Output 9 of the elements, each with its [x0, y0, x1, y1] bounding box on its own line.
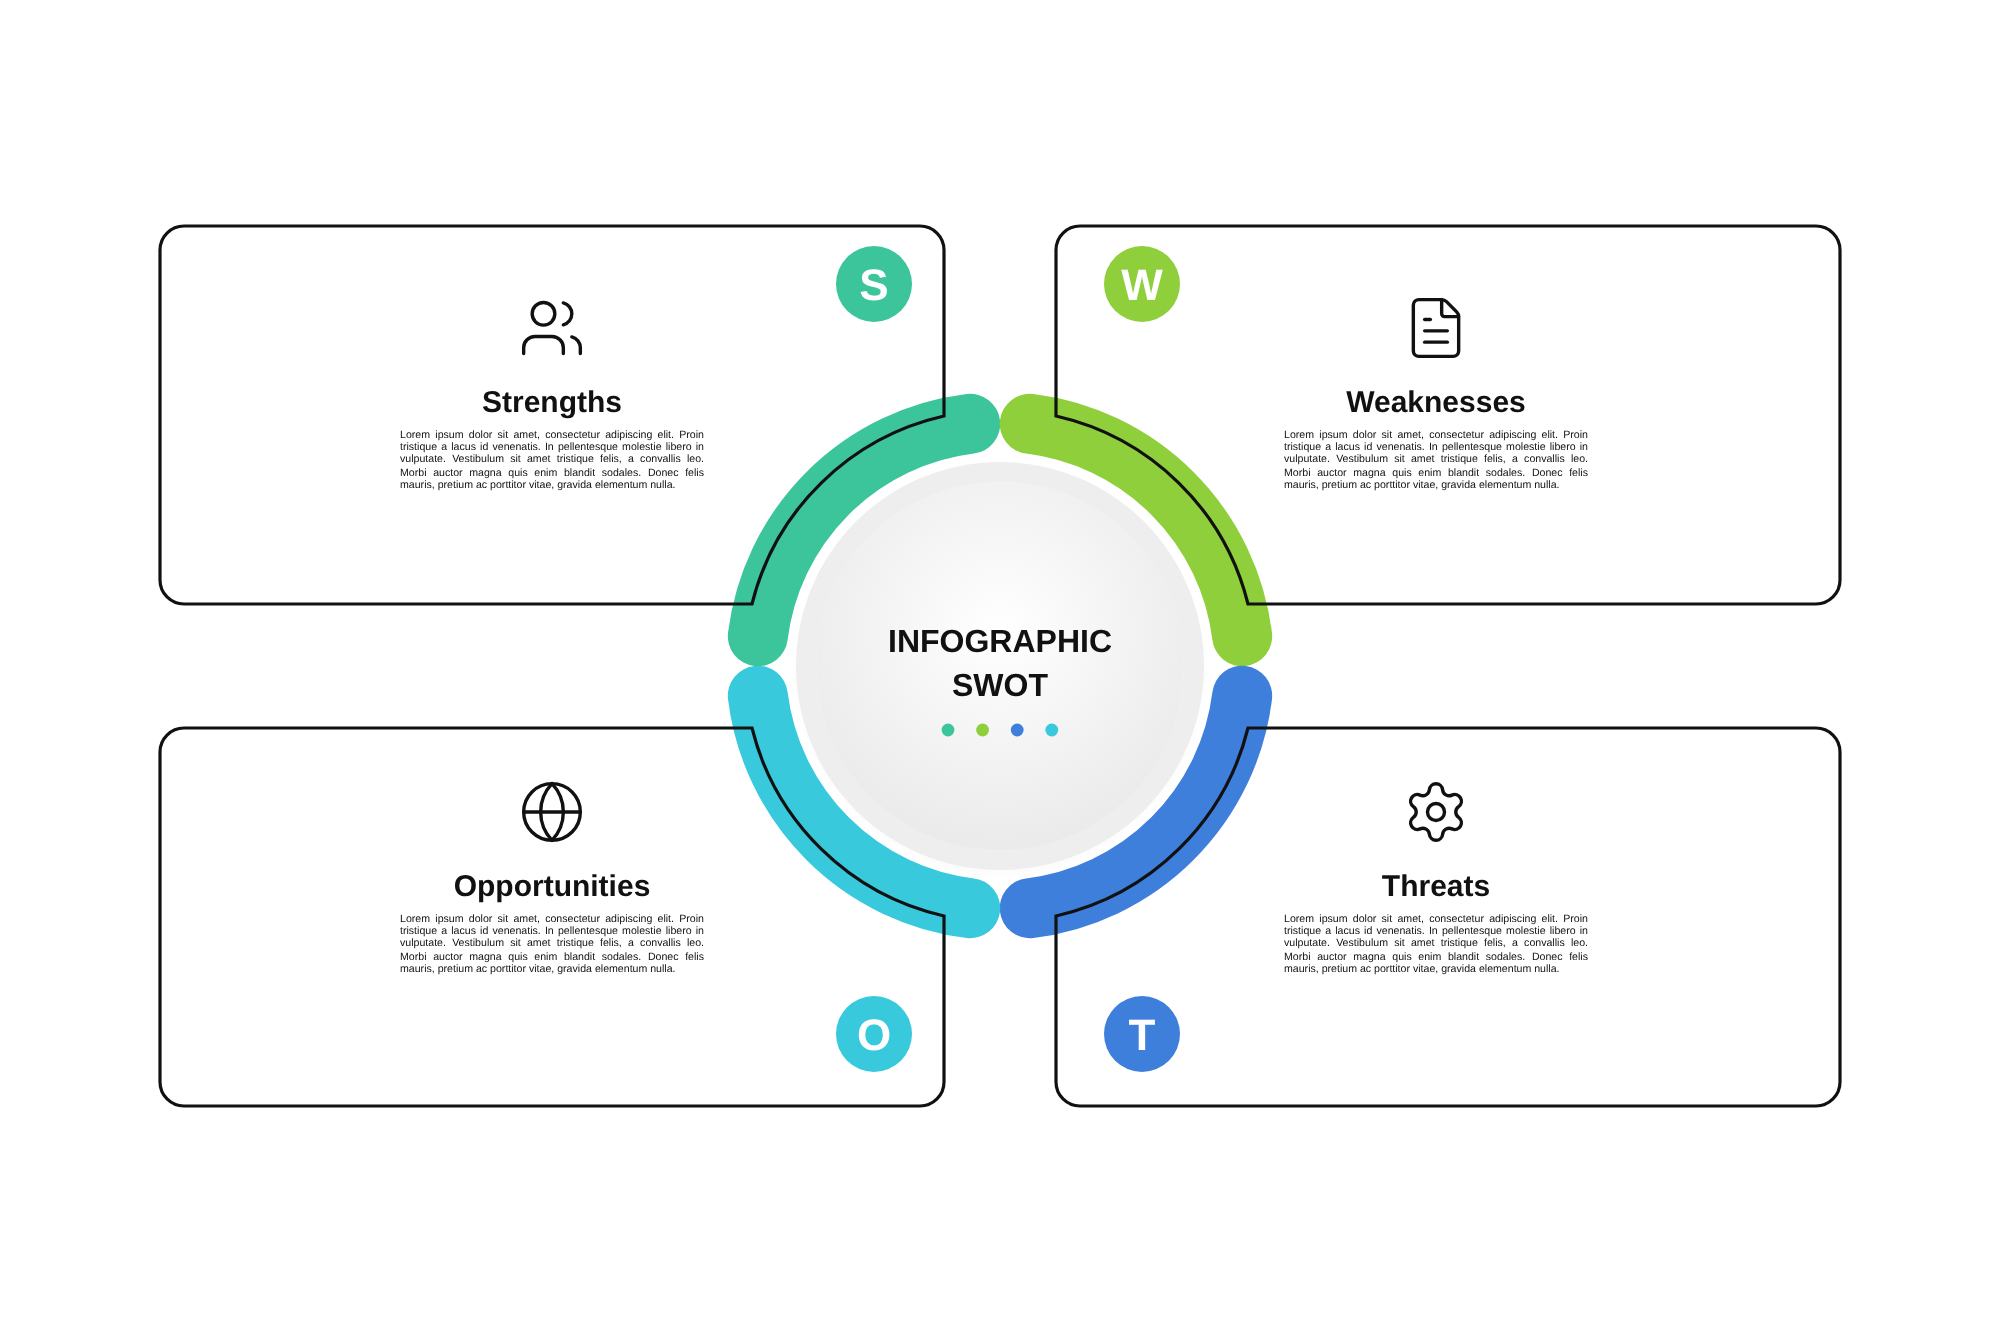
letter-badge: S — [836, 246, 912, 322]
card-heading: Opportunities — [453, 870, 651, 906]
card-heading: Threats — [1381, 870, 1491, 906]
card-heading: Strengths — [481, 386, 622, 422]
letter-badge: T — [1104, 996, 1180, 1072]
card-heading: Weaknesses — [1346, 386, 1526, 422]
center-title: INFOGRAPHIC SWOT — [886, 624, 1114, 708]
letter-badge: O — [836, 996, 912, 1072]
letter-badge: W — [1104, 246, 1180, 322]
